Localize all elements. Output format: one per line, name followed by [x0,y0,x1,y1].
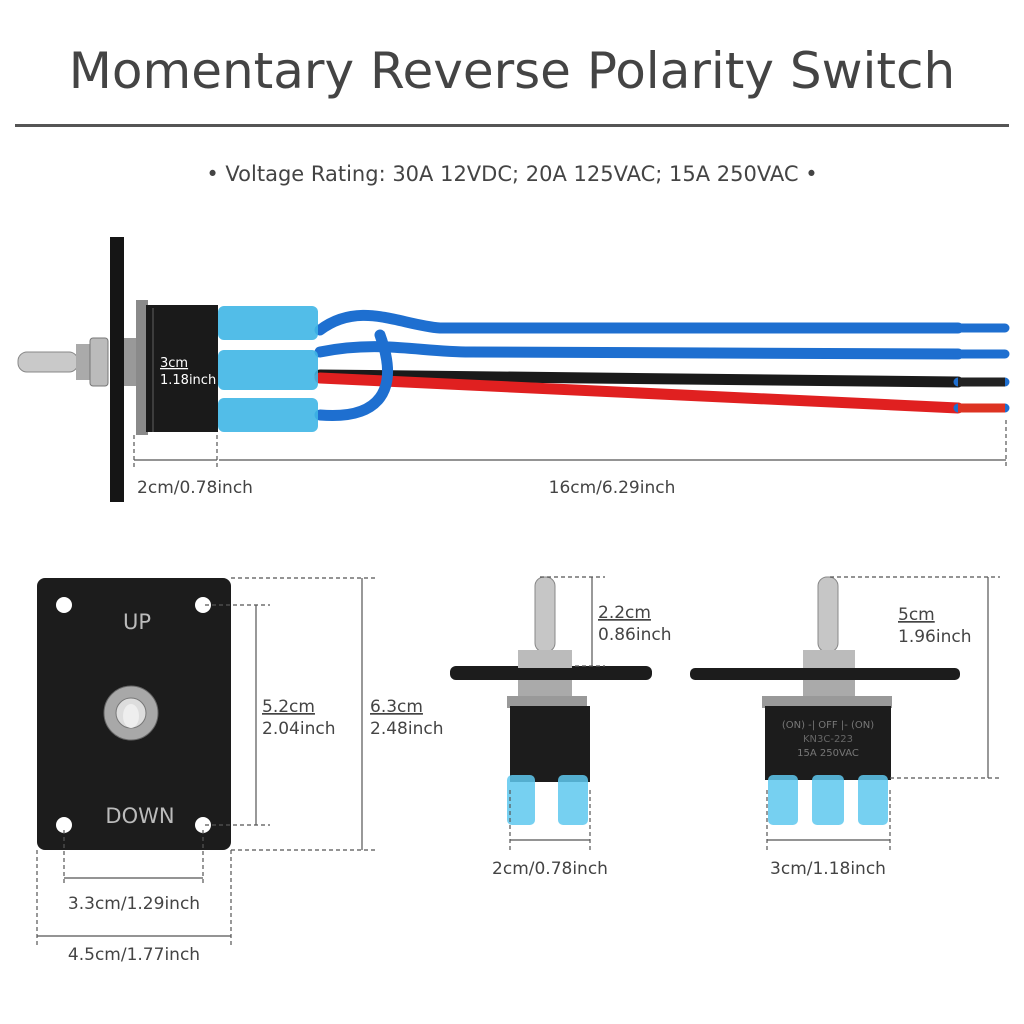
panel-width-label: 4.5cm/1.77inch [68,945,200,965]
panel-height-inch: 2.48inch [370,719,443,739]
wires [314,309,1010,422]
wire-length-label: 16cm/6.29inch [549,478,676,498]
terminal-connector [218,350,318,390]
front-switch-width-label: 3cm/1.18inch [770,859,886,879]
switch-side-profile [450,576,652,825]
switch-panel: UP DOWN [37,578,231,850]
panel-height-cm: 6.3cm [370,697,423,717]
front-height-inch: 1.96inch [898,627,971,647]
terminal-connector [218,398,318,432]
label-up: UP [123,610,151,634]
voltage-rating: • Voltage Rating: 30A 12VDC; 20A 125VAC;… [206,162,817,186]
page-title: Momentary Reverse Polarity Switch [69,42,955,100]
body-length-label: 2cm/0.78inch [137,478,253,498]
switch-marking-2: KN3C-223 [803,734,853,745]
side-height-cm: 3cm [160,356,188,371]
front-height-cm: 5cm [898,605,935,625]
switch-front-profile: (ON) -| OFF |- (ON) KN3C-223 15A 250VAC [690,576,960,825]
panel-edge [110,237,124,502]
side-switch-width-label: 2cm/0.78inch [492,859,608,879]
hole-spacing-h-label: 3.3cm/1.29inch [68,894,200,914]
hole-spacing-v-inch: 2.04inch [262,719,335,739]
switch-marking-1: (ON) -| OFF |- (ON) [782,720,874,731]
terminal-connector [218,306,318,340]
lever-length-cm: 2.2cm [598,603,651,623]
switch-body [146,305,218,432]
label-down: DOWN [105,804,174,828]
hole-spacing-v-cm: 5.2cm [262,697,315,717]
lever-length-inch: 0.86inch [598,625,671,645]
side-view-switch [17,237,1010,502]
title-divider [15,124,1009,127]
side-height-inch: 1.18inch [160,373,216,388]
switch-marking-3: 15A 250VAC [797,748,859,759]
